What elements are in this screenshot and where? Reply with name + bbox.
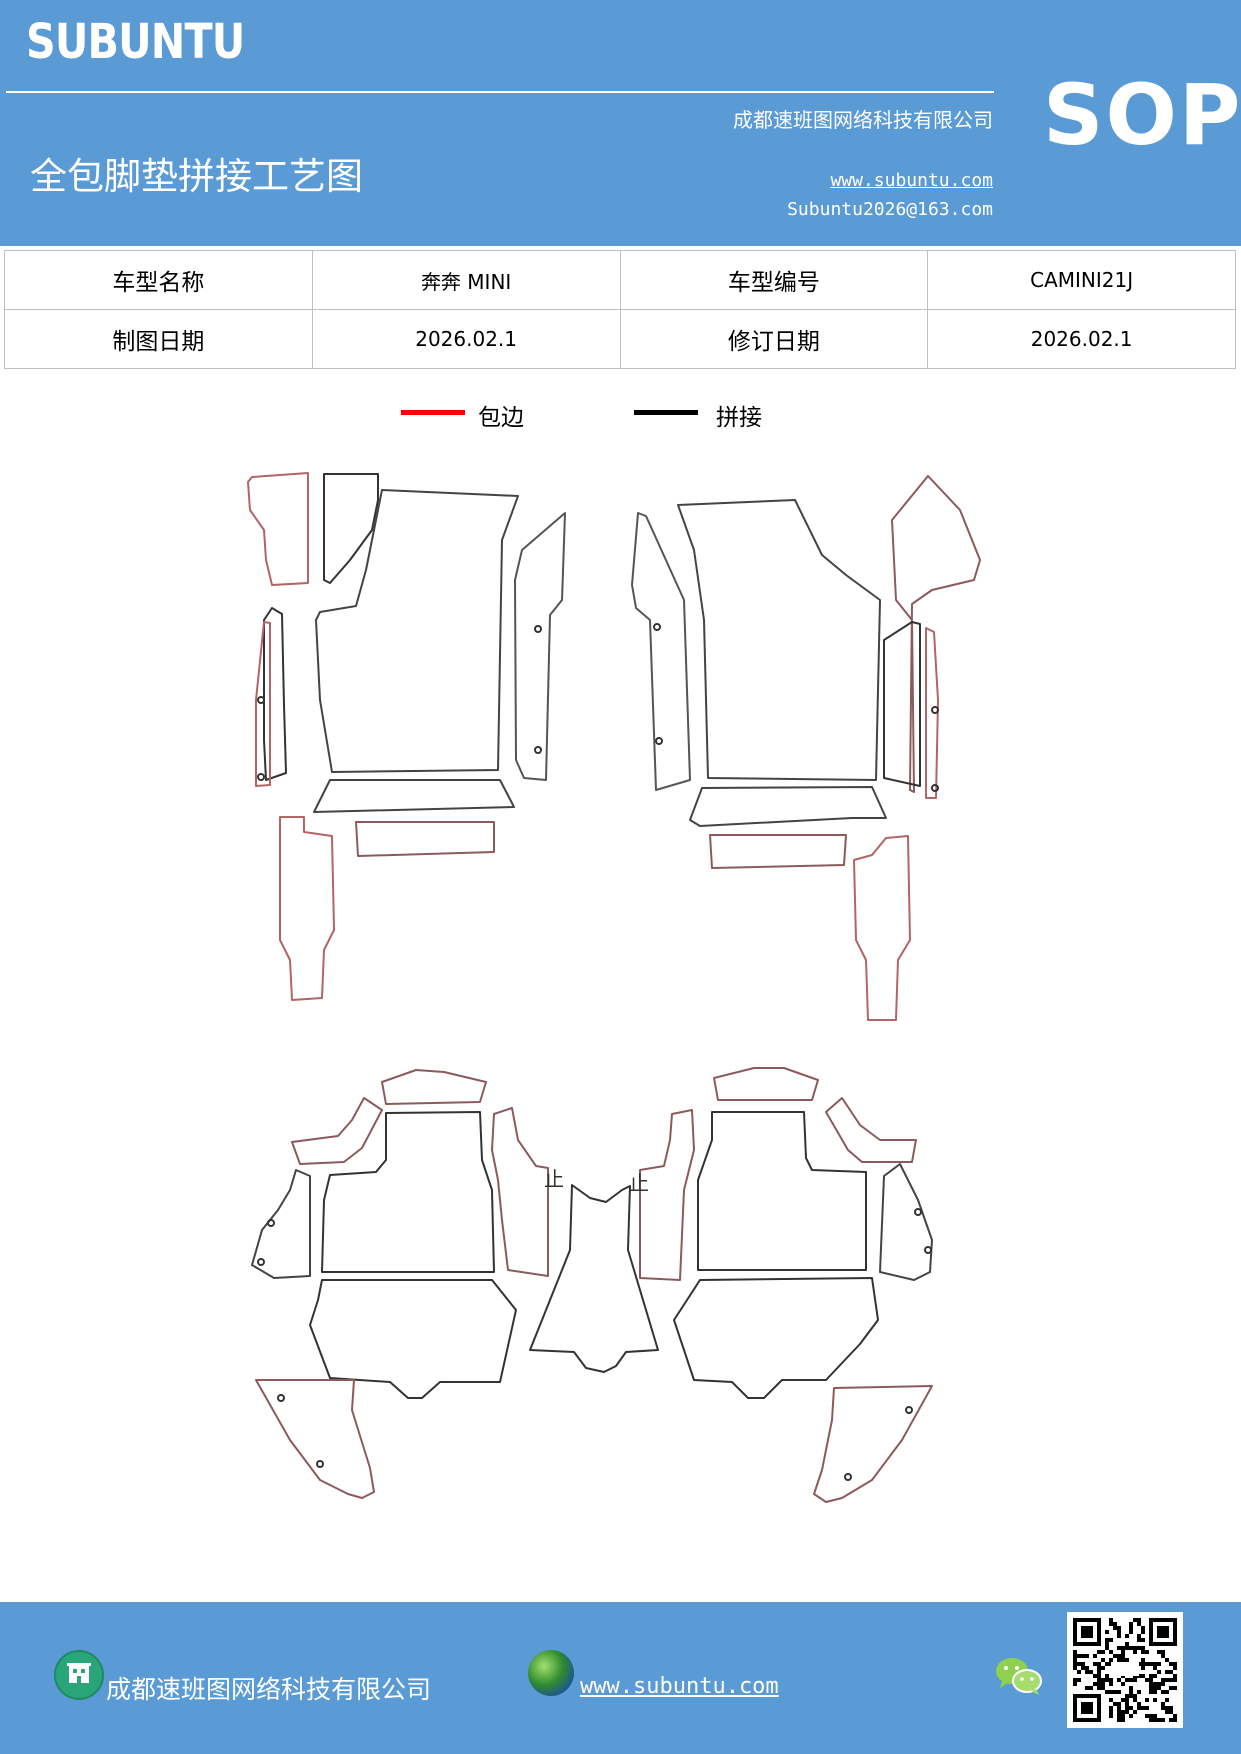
model-name-value: 奔奔 MINI [311,250,621,310]
hole [534,625,542,633]
wechat-icon[interactable] [994,1654,1044,1698]
mat-piece [251,1169,311,1279]
model-name-label: 车型名称 [4,250,313,310]
hole [655,737,663,745]
mat-piece [709,834,847,869]
mat-piece [291,1097,383,1165]
footer-banner: 成都速班图网络科技有限公司 www.subuntu.com [0,1602,1241,1754]
page-title: 全包脚垫拼接工艺图 [30,155,363,198]
footer-company: 成都速班图网络科技有限公司 [106,1675,432,1704]
mat-piece [313,779,515,813]
hole [931,706,939,714]
hole [653,623,661,631]
mat-piece [825,1097,917,1163]
hole [316,1460,324,1468]
mat-pieces-diagram: 止 止 [247,472,981,1503]
info-table: 车型名称 奔奔 MINI 车型编号 CAMINI21J 制图日期 2026.02… [4,250,1236,369]
hole [844,1473,852,1481]
mat-piece [315,489,519,773]
hole [257,1258,265,1266]
mat-piece [813,1385,933,1503]
model-code-value: CAMINI21J [927,250,1236,310]
mat-piece [263,607,287,781]
mat-piece [529,1184,659,1373]
center-tunnel-piece [529,1184,659,1373]
hole [914,1208,922,1216]
building-icon [54,1650,104,1700]
mat-piece [689,786,887,827]
draw-date-value: 2026.02.1 [311,309,621,369]
stop-mark-left: 止 [544,1167,564,1191]
mat-piece [891,475,981,793]
hole [277,1394,285,1402]
hole [931,784,939,792]
legend-edge-label: 包边 [478,405,524,431]
hole [267,1219,275,1227]
sop-badge: SOP [1043,66,1241,164]
mat-piece [713,1067,819,1101]
globe-icon [528,1650,574,1696]
mat-piece [697,1111,867,1271]
table-row: 制图日期 2026.02.1 修订日期 2026.02.1 [4,309,1236,369]
revise-date-label: 修订日期 [619,309,929,369]
mat-piece [491,1107,549,1277]
mat-piece [355,821,495,857]
front-left-pieces [247,472,566,1001]
model-code-label: 车型编号 [619,250,929,310]
mat-piece [677,499,881,781]
mat-piece [247,472,309,586]
mat-piece [673,1277,879,1399]
header-divider [6,91,994,93]
footer-website-link[interactable]: www.subuntu.com [580,1674,779,1699]
hole [924,1246,932,1254]
mat-piece [279,816,335,1001]
mat-piece [879,1163,933,1281]
mat-piece [883,621,921,787]
mat-piece [381,1069,487,1105]
table-row: 车型名称 奔奔 MINI 车型编号 CAMINI21J [4,250,1236,310]
header-email[interactable]: Subuntu2026@163.com [787,199,993,220]
revise-date-value: 2026.02.1 [927,309,1236,369]
hole [257,696,265,704]
brand-logo: SUBUNTU [26,14,245,70]
mat-piece [309,1279,517,1399]
qr-code[interactable] [1067,1612,1183,1728]
mat-piece [323,473,379,584]
hole [905,1406,913,1414]
rear-right-pieces [639,1067,933,1503]
hole [257,773,265,781]
mat-piece [321,1111,495,1273]
legend: 包边 拼接 [0,398,1241,440]
front-right-pieces [631,475,981,1021]
legend-edge-swatch [401,410,465,415]
mat-piece [925,627,939,799]
legend-splice-swatch [634,410,698,415]
legend-splice-label: 拼接 [716,405,762,431]
header-company: 成都速班图网络科技有限公司 [733,108,993,132]
mat-piece [853,835,911,1021]
hole [534,746,542,754]
mat-piece [514,512,566,781]
mat-piece [639,1109,695,1281]
mat-piece [631,512,691,791]
mat-piece [255,621,271,787]
draw-date-label: 制图日期 [4,309,313,369]
rear-left-pieces [251,1069,549,1499]
mat-piece [255,1379,375,1499]
header-website-link[interactable]: www.subuntu.com [830,170,993,191]
stop-mark-right: 止 [629,1171,649,1195]
header-banner: SUBUNTU 成都速班图网络科技有限公司 全包脚垫拼接工艺图 www.subu… [0,0,1241,246]
